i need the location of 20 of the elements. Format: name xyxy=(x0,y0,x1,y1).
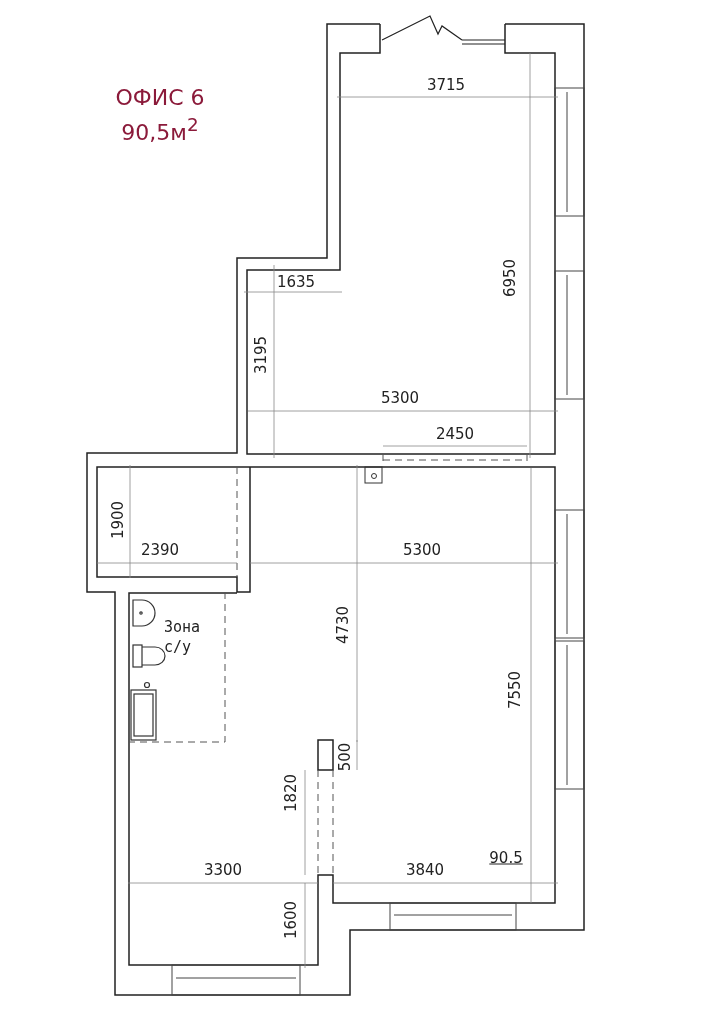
dimension-label: 3840 xyxy=(405,862,445,878)
dimension-label: 4730 xyxy=(335,605,351,645)
dimension-label: 1600 xyxy=(283,900,299,940)
area-label: 90,5м$^{2}$ xyxy=(121,116,199,144)
dimension-label: 3195 xyxy=(253,335,269,375)
dimension-label: 6950 xyxy=(502,258,518,298)
dimension-label: 3300 xyxy=(203,862,243,878)
dimension-label: 5300 xyxy=(402,542,442,558)
area-label: 90.5 xyxy=(489,850,523,866)
room-label: Зона с/у xyxy=(164,617,202,657)
dimension-label: 1635 xyxy=(276,274,316,290)
dimension-label: 3715 xyxy=(426,77,466,93)
dimension-label: 1900 xyxy=(110,500,126,540)
dimension-label: 1820 xyxy=(283,773,299,813)
dimension-label: 2450 xyxy=(435,426,475,442)
dimension-label: 5300 xyxy=(380,390,420,406)
dimension-label: 7550 xyxy=(507,670,523,710)
dimension-label: 2390 xyxy=(140,542,180,558)
dimension-label: 500 xyxy=(337,742,353,772)
plan-title: ОФИС 6 xyxy=(115,87,205,109)
